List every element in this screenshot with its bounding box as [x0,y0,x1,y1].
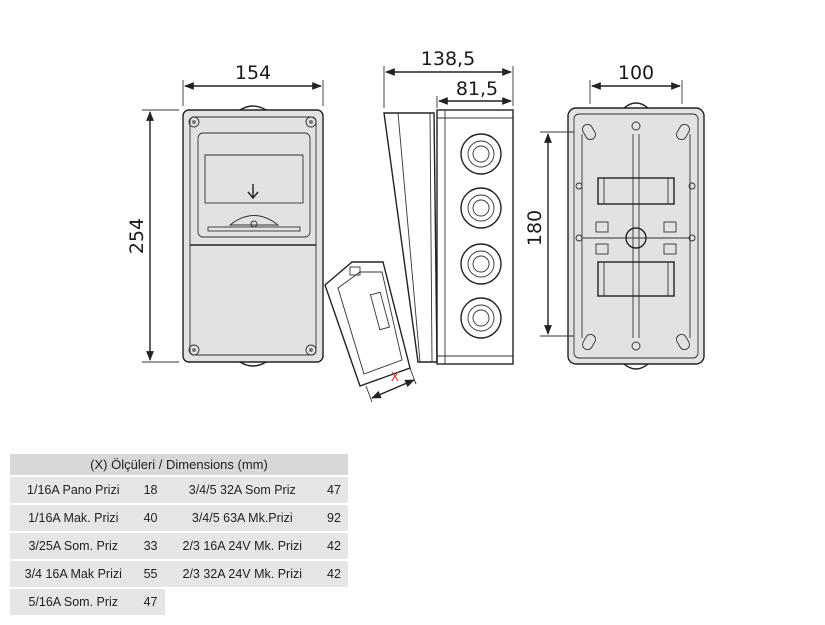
screw-icon [188,116,317,356]
back-height-dimension: 180 [524,131,574,337]
side-box-depth-dimension: 81,5 [436,78,512,108]
back-height-label: 180 [524,210,546,246]
back-width-label: 100 [618,62,654,84]
side-box-depth-label: 81,5 [456,78,498,100]
back-view [567,102,705,370]
right-name-cell: 2/3 16A 24V Mk. Prizi [164,533,320,559]
angled-socket [324,261,411,387]
right-name-cell [165,589,320,615]
right-value-cell [320,589,348,615]
front-view [182,105,324,367]
right-name-cell: 2/3 32A 24V Mk. Prizi [164,561,320,587]
right-name-cell: 3/4/5 32A Som Priz [164,477,320,503]
left-name-cell: 3/25A Som. Priz [10,533,137,559]
front-width-dimension: 154 [182,62,324,106]
back-width-dimension: 100 [589,62,683,104]
right-value-cell: 47 [320,477,348,503]
table-row: 1/16A Mak. Prizi 40 3/4/5 63A Mk.Prizi 9… [10,505,348,531]
table-row: 3/25A Som. Priz 33 2/3 16A 24V Mk. Prizi… [10,533,348,559]
left-name-cell: 3/4 16A Mak Prizi [10,561,137,587]
right-value-cell: 42 [320,561,348,587]
table-header-row: (X) Ölçüleri / Dimensions (mm) [10,454,348,475]
left-value-cell: 55 [136,561,165,587]
technical-drawing: 154 254 X [126,48,705,403]
right-value-cell: 42 [320,533,348,559]
left-value-cell: 40 [136,505,165,531]
left-name-cell: 1/16A Mak. Prizi [10,505,137,531]
left-value-cell: 47 [136,589,165,615]
right-value-cell: 92 [320,505,348,531]
front-height-label: 254 [126,218,148,254]
cable-gland-icon [460,133,502,339]
table-row: 3/4 16A Mak Prizi 55 2/3 32A 24V Mk. Pri… [10,561,348,587]
table-header: (X) Ölçüleri / Dimensions (mm) [10,454,348,475]
side-total-depth-label: 138,5 [421,48,475,70]
right-name-cell: 3/4/5 63A Mk.Prizi [164,505,320,531]
left-value-cell: 33 [136,533,165,559]
variable-x-label: X [391,370,399,384]
left-name-cell: 5/16A Som. Priz [10,589,137,615]
left-value-cell: 18 [136,477,165,503]
table-row: 5/16A Som. Priz 47 [10,589,348,615]
front-height-dimension: 254 [126,109,179,363]
side-total-depth-dimension: 138,5 [383,48,514,108]
dimensions-table: (X) Ölçüleri / Dimensions (mm) 1/16A Pan… [10,452,348,617]
side-view: X [324,109,514,403]
left-name-cell: 1/16A Pano Prizi [10,477,137,503]
front-width-label: 154 [235,62,271,84]
table-row: 1/16A Pano Prizi 18 3/4/5 32A Som Priz 4… [10,477,348,503]
